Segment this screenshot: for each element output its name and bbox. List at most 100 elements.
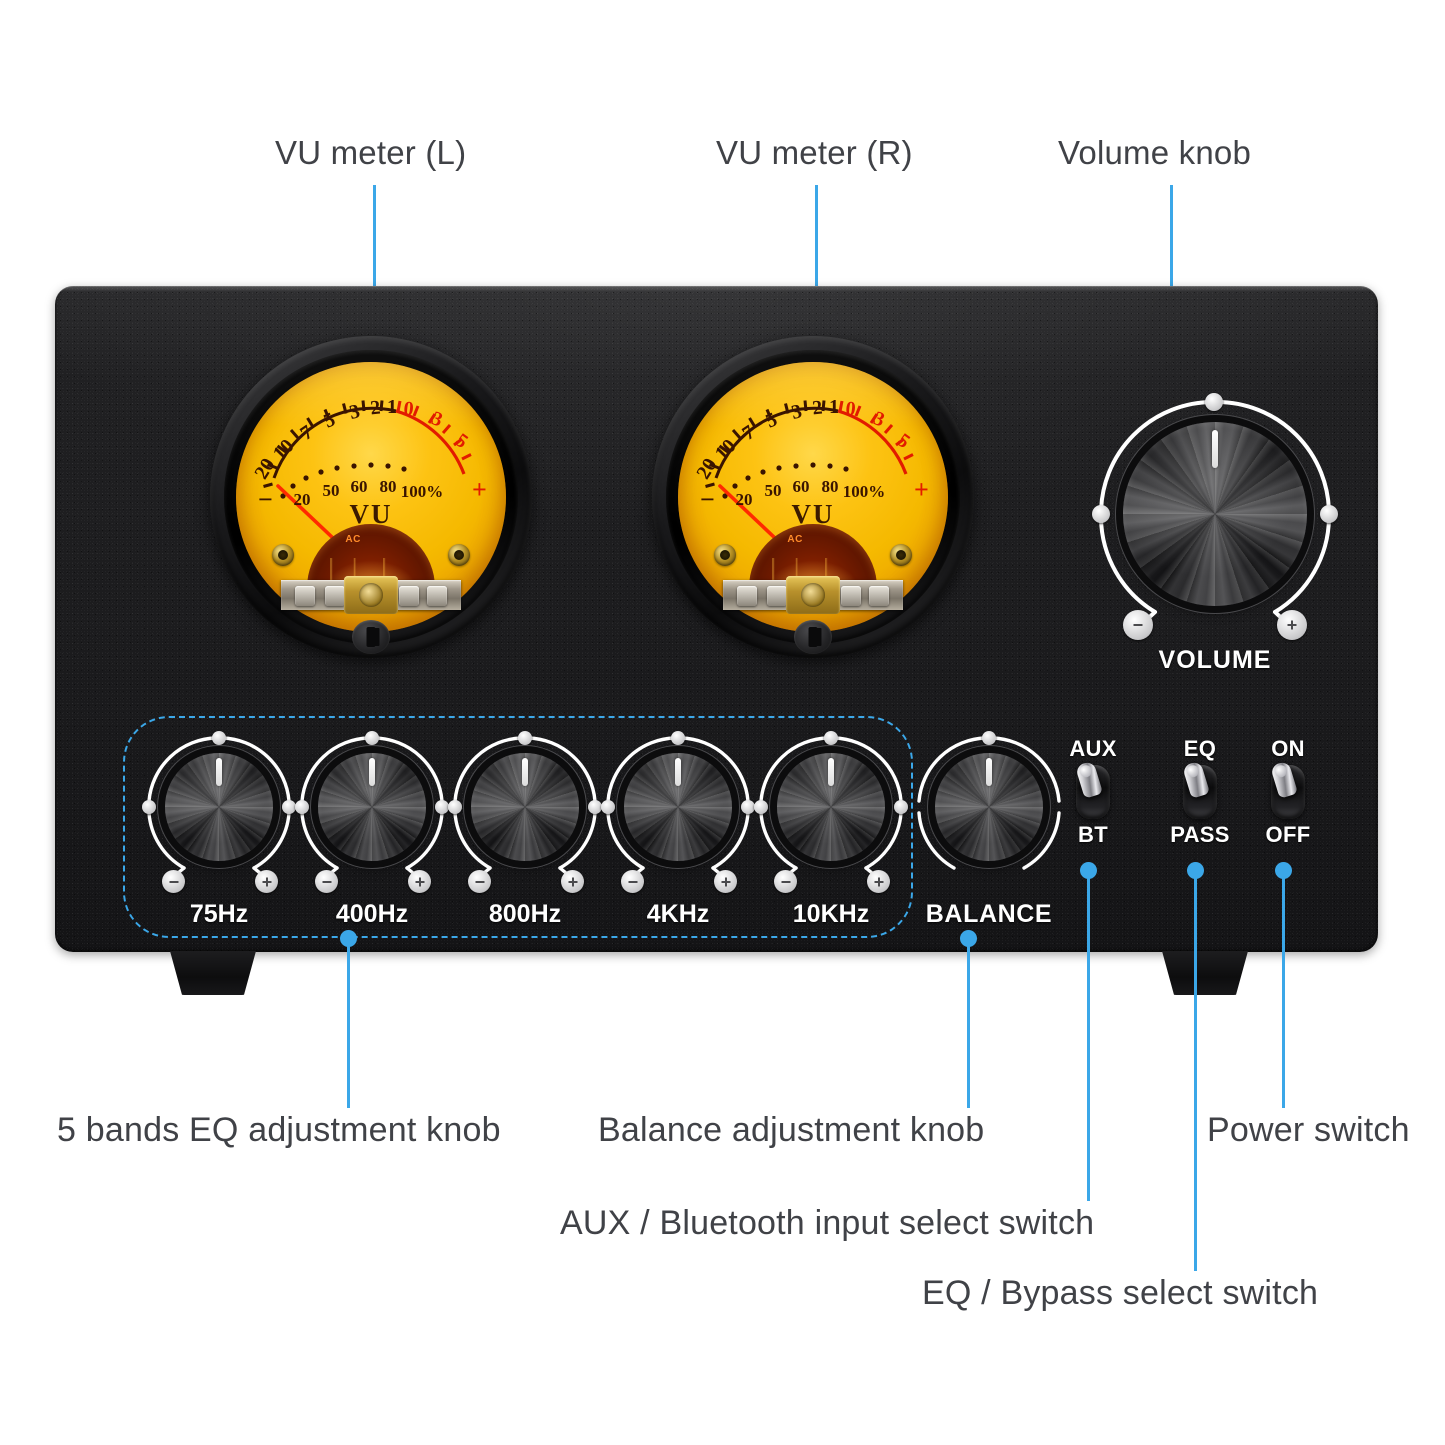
vu-screw-right-left xyxy=(714,544,736,566)
vu-unit-label-left: VU xyxy=(349,498,393,529)
toggle-lever-icon[interactable] xyxy=(1074,760,1104,799)
eq-arc-dot-top xyxy=(671,731,685,745)
reflection-badge xyxy=(255,1055,278,1078)
eq-minus-badge[interactable] xyxy=(315,870,338,893)
callout-label-eq-bands: 5 bands EQ adjustment knob xyxy=(57,1111,501,1149)
eq-plus-badge[interactable] xyxy=(714,870,737,893)
volume-arc-dot-left xyxy=(1092,505,1110,523)
volume-plus-badge[interactable] xyxy=(1277,610,1307,640)
vu-mechanism-right: AC xyxy=(723,524,903,618)
eq-arc-dot-left xyxy=(142,800,156,814)
eq-group-outline xyxy=(123,716,913,938)
reflection-badge xyxy=(774,1055,797,1078)
eq-knob-label: 10KHz xyxy=(792,900,870,928)
reflection-label: 75Hz xyxy=(189,1019,249,1047)
eq-knob-pointer xyxy=(828,758,834,786)
volume-knob-label: VOLUME xyxy=(1158,646,1272,674)
balance-knob[interactable]: BALANCE xyxy=(910,728,1068,928)
vu-adjust-slot-right[interactable] xyxy=(794,620,832,654)
svg-text:80: 80 xyxy=(822,477,839,496)
svg-text:−: − xyxy=(258,485,273,514)
switch-label-top: ON xyxy=(1271,736,1305,761)
eq-arc-dot-right xyxy=(588,800,602,814)
svg-text:80: 80 xyxy=(380,477,397,496)
reflection-label: 400Hz xyxy=(335,1019,409,1047)
vu-clip-c xyxy=(841,586,861,606)
eq-plus-badge[interactable] xyxy=(867,870,890,893)
eq-knob-800hz[interactable]: 800Hz xyxy=(446,728,604,928)
eq-knob-pointer xyxy=(369,758,375,786)
volume-arc-dot-top xyxy=(1205,393,1223,411)
svg-text:3: 3 xyxy=(429,407,446,431)
svg-text:0: 0 xyxy=(845,398,857,421)
balance-knob-pointer xyxy=(986,758,992,786)
eq-knob-label: 4KHz xyxy=(646,900,710,928)
eq-knob-arc xyxy=(147,736,291,880)
eq-plus-badge[interactable] xyxy=(408,870,431,893)
reflection-badge xyxy=(408,1055,431,1078)
callout-label-aux-bt: AUX / Bluetooth input select switch xyxy=(560,1204,1095,1242)
eq-knob-75hz[interactable]: 75Hz xyxy=(140,728,298,928)
leader-line-vu-right xyxy=(815,185,818,298)
vu-clip-a xyxy=(295,586,315,606)
eq-knob-4khz[interactable]: 4KHz xyxy=(599,728,757,928)
eq-minus-badge[interactable] xyxy=(162,870,185,893)
vu-mech-label: AC xyxy=(787,534,803,545)
vu-clip-c xyxy=(399,586,419,606)
svg-text:5: 5 xyxy=(321,408,339,432)
reflection-badge xyxy=(315,1055,338,1078)
reflection-badge xyxy=(561,1055,584,1078)
chassis-foot-right xyxy=(1162,951,1248,995)
svg-text:5: 5 xyxy=(763,408,781,432)
volume-arc-dot-right xyxy=(1320,505,1338,523)
eq-minus-badge[interactable] xyxy=(774,870,797,893)
vu-meter-right: − + 20 10 7 5 3 2 1 0 3 5 20 xyxy=(652,336,974,658)
eq-arc-dot-top xyxy=(212,731,226,745)
switch-eq-bypass[interactable]: EQ PASS xyxy=(1162,736,1238,848)
svg-text:20: 20 xyxy=(250,455,279,484)
vu-center-hub xyxy=(786,576,840,614)
eq-knob-body[interactable] xyxy=(318,753,426,861)
svg-text:20: 20 xyxy=(692,455,721,484)
eq-arc-dot-right xyxy=(435,800,449,814)
eq-knob-10khz[interactable]: 10KHz xyxy=(752,728,910,928)
eq-minus-badge[interactable] xyxy=(621,870,644,893)
callout-label-eq-bypass: EQ / Bypass select switch xyxy=(922,1274,1319,1312)
reflection-label: 4KHz xyxy=(646,1019,710,1047)
svg-text:20: 20 xyxy=(294,490,311,509)
eq-minus-badge[interactable] xyxy=(468,870,491,893)
switch-power[interactable]: ON OFF xyxy=(1250,736,1326,848)
eq-knob-arc xyxy=(453,736,597,880)
svg-text:+: + xyxy=(914,475,929,504)
reflection-badge xyxy=(468,1055,491,1078)
eq-plus-badge[interactable] xyxy=(561,870,584,893)
svg-text:1: 1 xyxy=(829,396,839,418)
volume-minus-badge[interactable] xyxy=(1123,610,1153,640)
switch-housing[interactable] xyxy=(1074,760,1110,819)
toggle-lever-icon[interactable] xyxy=(1269,760,1299,799)
volume-knob-pointer xyxy=(1212,430,1218,468)
svg-text:5: 5 xyxy=(451,429,472,453)
svg-text:10: 10 xyxy=(711,435,741,465)
eq-arc-dot-left xyxy=(601,800,615,814)
eq-knob-label: 400Hz xyxy=(335,900,409,928)
volume-knob-body[interactable] xyxy=(1123,422,1307,606)
toggle-lever-icon[interactable] xyxy=(1181,760,1211,799)
eq-knob-body[interactable] xyxy=(777,753,885,861)
eq-plus-badge[interactable] xyxy=(255,870,278,893)
svg-text:100%: 100% xyxy=(843,482,886,501)
callout-label-vu-right: VU meter (R) xyxy=(716,134,913,171)
callout-label-balance: Balance adjustment knob xyxy=(598,1111,985,1149)
svg-text:0: 0 xyxy=(403,398,415,421)
vu-adjust-slot-left[interactable] xyxy=(352,620,390,654)
eq-knob-400hz[interactable]: 400Hz xyxy=(293,728,451,928)
svg-text:3: 3 xyxy=(789,400,804,424)
eq-knob-pointer xyxy=(675,758,681,786)
eq-arc-dot-right xyxy=(741,800,755,814)
switch-housing[interactable] xyxy=(1181,760,1217,819)
switch-input-select[interactable]: AUX BT xyxy=(1055,736,1131,848)
vu-mechanism-left: AC xyxy=(281,524,461,618)
volume-knob[interactable]: VOLUME xyxy=(1085,384,1345,684)
switch-housing[interactable] xyxy=(1269,760,1305,819)
